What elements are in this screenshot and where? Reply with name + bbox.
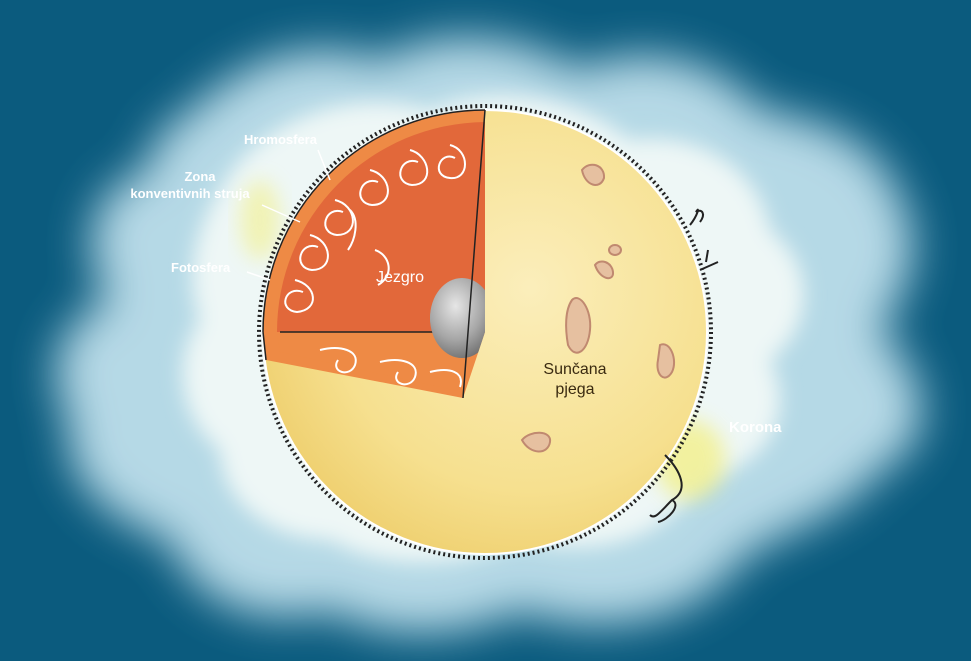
label-convection-line2: konventivnih struja <box>130 186 250 201</box>
label-sunspot-line2: pjega <box>555 381 594 398</box>
label-photosphere: Fotosfera <box>171 260 231 275</box>
label-corona: Korona <box>729 419 782 436</box>
cutaway <box>263 110 485 398</box>
core <box>430 278 485 358</box>
label-chromosphere: Hromosfera <box>244 132 318 147</box>
prominences <box>649 208 719 523</box>
sunspots <box>520 163 676 453</box>
label-core: Jezgro <box>376 269 424 286</box>
sun-rim <box>257 104 713 560</box>
label-sunspot-line1: Sunčana <box>543 361 606 378</box>
label-convection-line1: Zona <box>184 169 216 184</box>
label-pointers <box>246 149 331 281</box>
